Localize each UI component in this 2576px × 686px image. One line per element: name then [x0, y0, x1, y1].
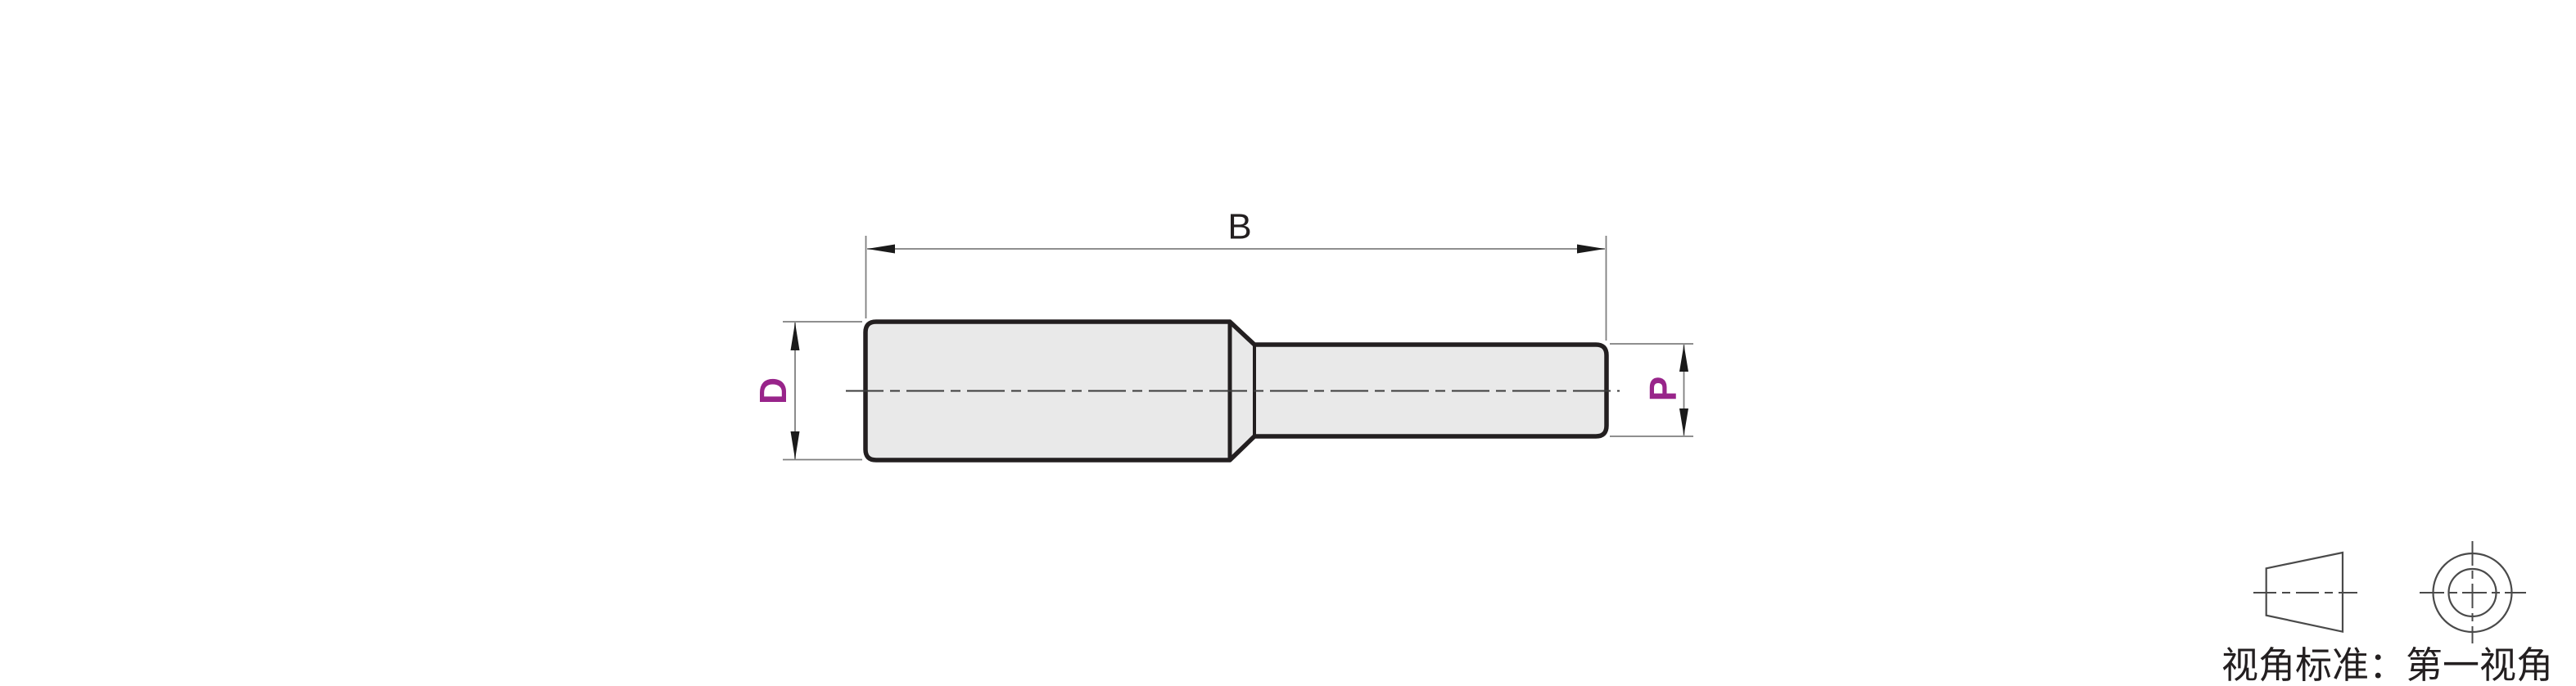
dimension-p-arrowhead-top	[1679, 345, 1688, 372]
first-angle-projection-symbol: 视角标准：第一视角	[2221, 541, 2553, 686]
dimension-d: D	[752, 321, 862, 461]
dimension-b-arrowhead-right	[1577, 244, 1605, 254]
dimension-d-label: D	[752, 377, 794, 404]
dimension-p: P	[1610, 343, 1693, 437]
dimension-b-label: B	[1227, 207, 1251, 247]
dimension-b: B	[865, 207, 1607, 341]
dimension-p-label: P	[1642, 377, 1684, 402]
dimension-b-arrowhead-left	[867, 244, 895, 254]
dimension-d-arrowhead-top	[790, 323, 800, 350]
part-body	[846, 319, 1620, 463]
dimension-d-arrowhead-bottom	[790, 431, 800, 459]
projection-cone-icon	[2265, 551, 2344, 634]
projection-standard-note: 视角标准：第一视角	[2221, 644, 2553, 686]
dimension-p-arrowhead-bottom	[1679, 408, 1688, 436]
